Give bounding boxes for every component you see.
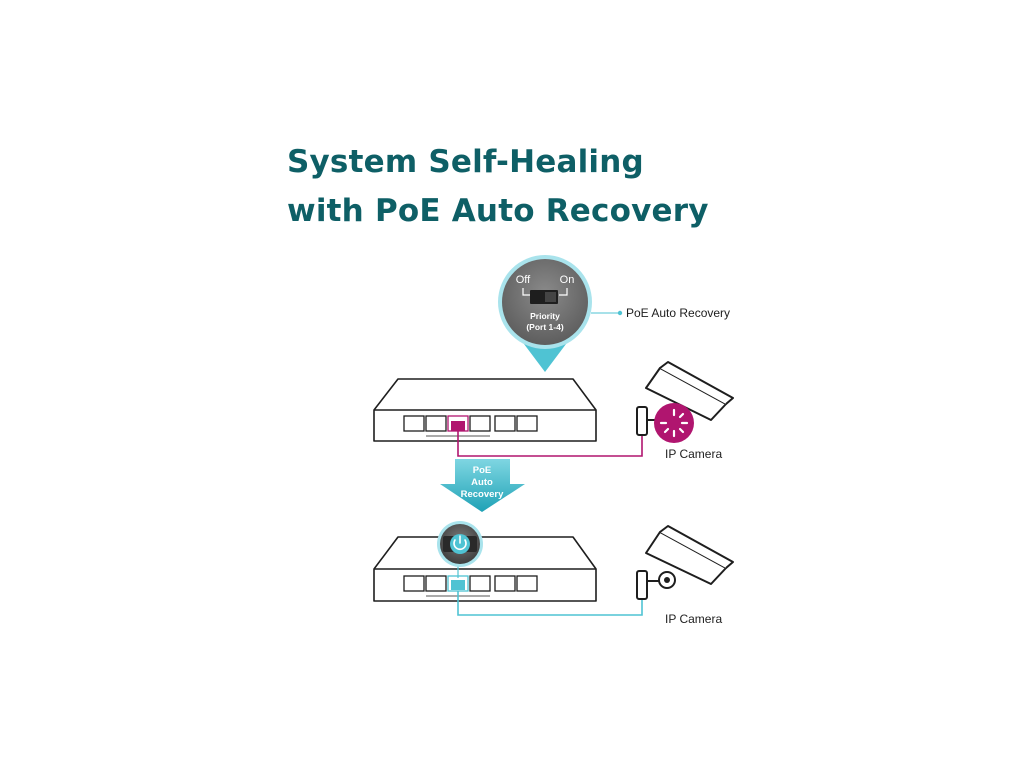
title-line-1: System Self-Healing [287, 144, 644, 180]
camera-bottom-label: IP Camera [665, 612, 722, 626]
switch-bottom-recovered-port [451, 580, 465, 590]
callout-label: PoE Auto Recovery [626, 306, 730, 320]
camera-bottom [636, 525, 734, 600]
camera-top-wall-mount [636, 406, 648, 436]
arrow-label-3: Recovery [461, 489, 504, 500]
arrow-label-1: PoE [473, 465, 491, 476]
fault-link-cable [457, 431, 643, 457]
switch-on-label: On [560, 274, 575, 286]
switch-off-label: Off [516, 274, 531, 286]
recovery-arrow: PoE Auto Recovery [440, 459, 525, 512]
title-line-2: with PoE Auto Recovery [287, 193, 709, 229]
switch-caption-2: (Port 1-4) [526, 322, 563, 332]
switch-caption-1: Priority [530, 311, 560, 321]
callout-leader-dot [617, 310, 623, 316]
switch-top-ports [403, 415, 538, 432]
page-title: System Self-Healing with PoE Auto Recove… [287, 138, 709, 236]
switch-bracket [522, 288, 568, 296]
dip-switch-toggle-icon [545, 292, 556, 302]
recovered-link-cable [457, 591, 643, 616]
recovery-bubble [437, 521, 483, 578]
camera-top [636, 361, 734, 443]
switch-bottom [373, 536, 597, 602]
arrow-label-2: Auto [471, 477, 493, 488]
switch-top [373, 378, 597, 442]
power-restart-icon [450, 534, 470, 554]
switch-top-fault-port [451, 421, 465, 431]
camera-bottom-wall-mount [636, 570, 648, 600]
camera-top-label: IP Camera [665, 447, 722, 461]
switch-bottom-ports [403, 575, 538, 592]
dip-switch-callout: Off On Priority (Port 1-4) [498, 255, 592, 372]
loading-spinner-icon [659, 408, 689, 438]
camera-top-fault-badge [654, 403, 694, 443]
recovery-arrow-shape [440, 459, 525, 512]
